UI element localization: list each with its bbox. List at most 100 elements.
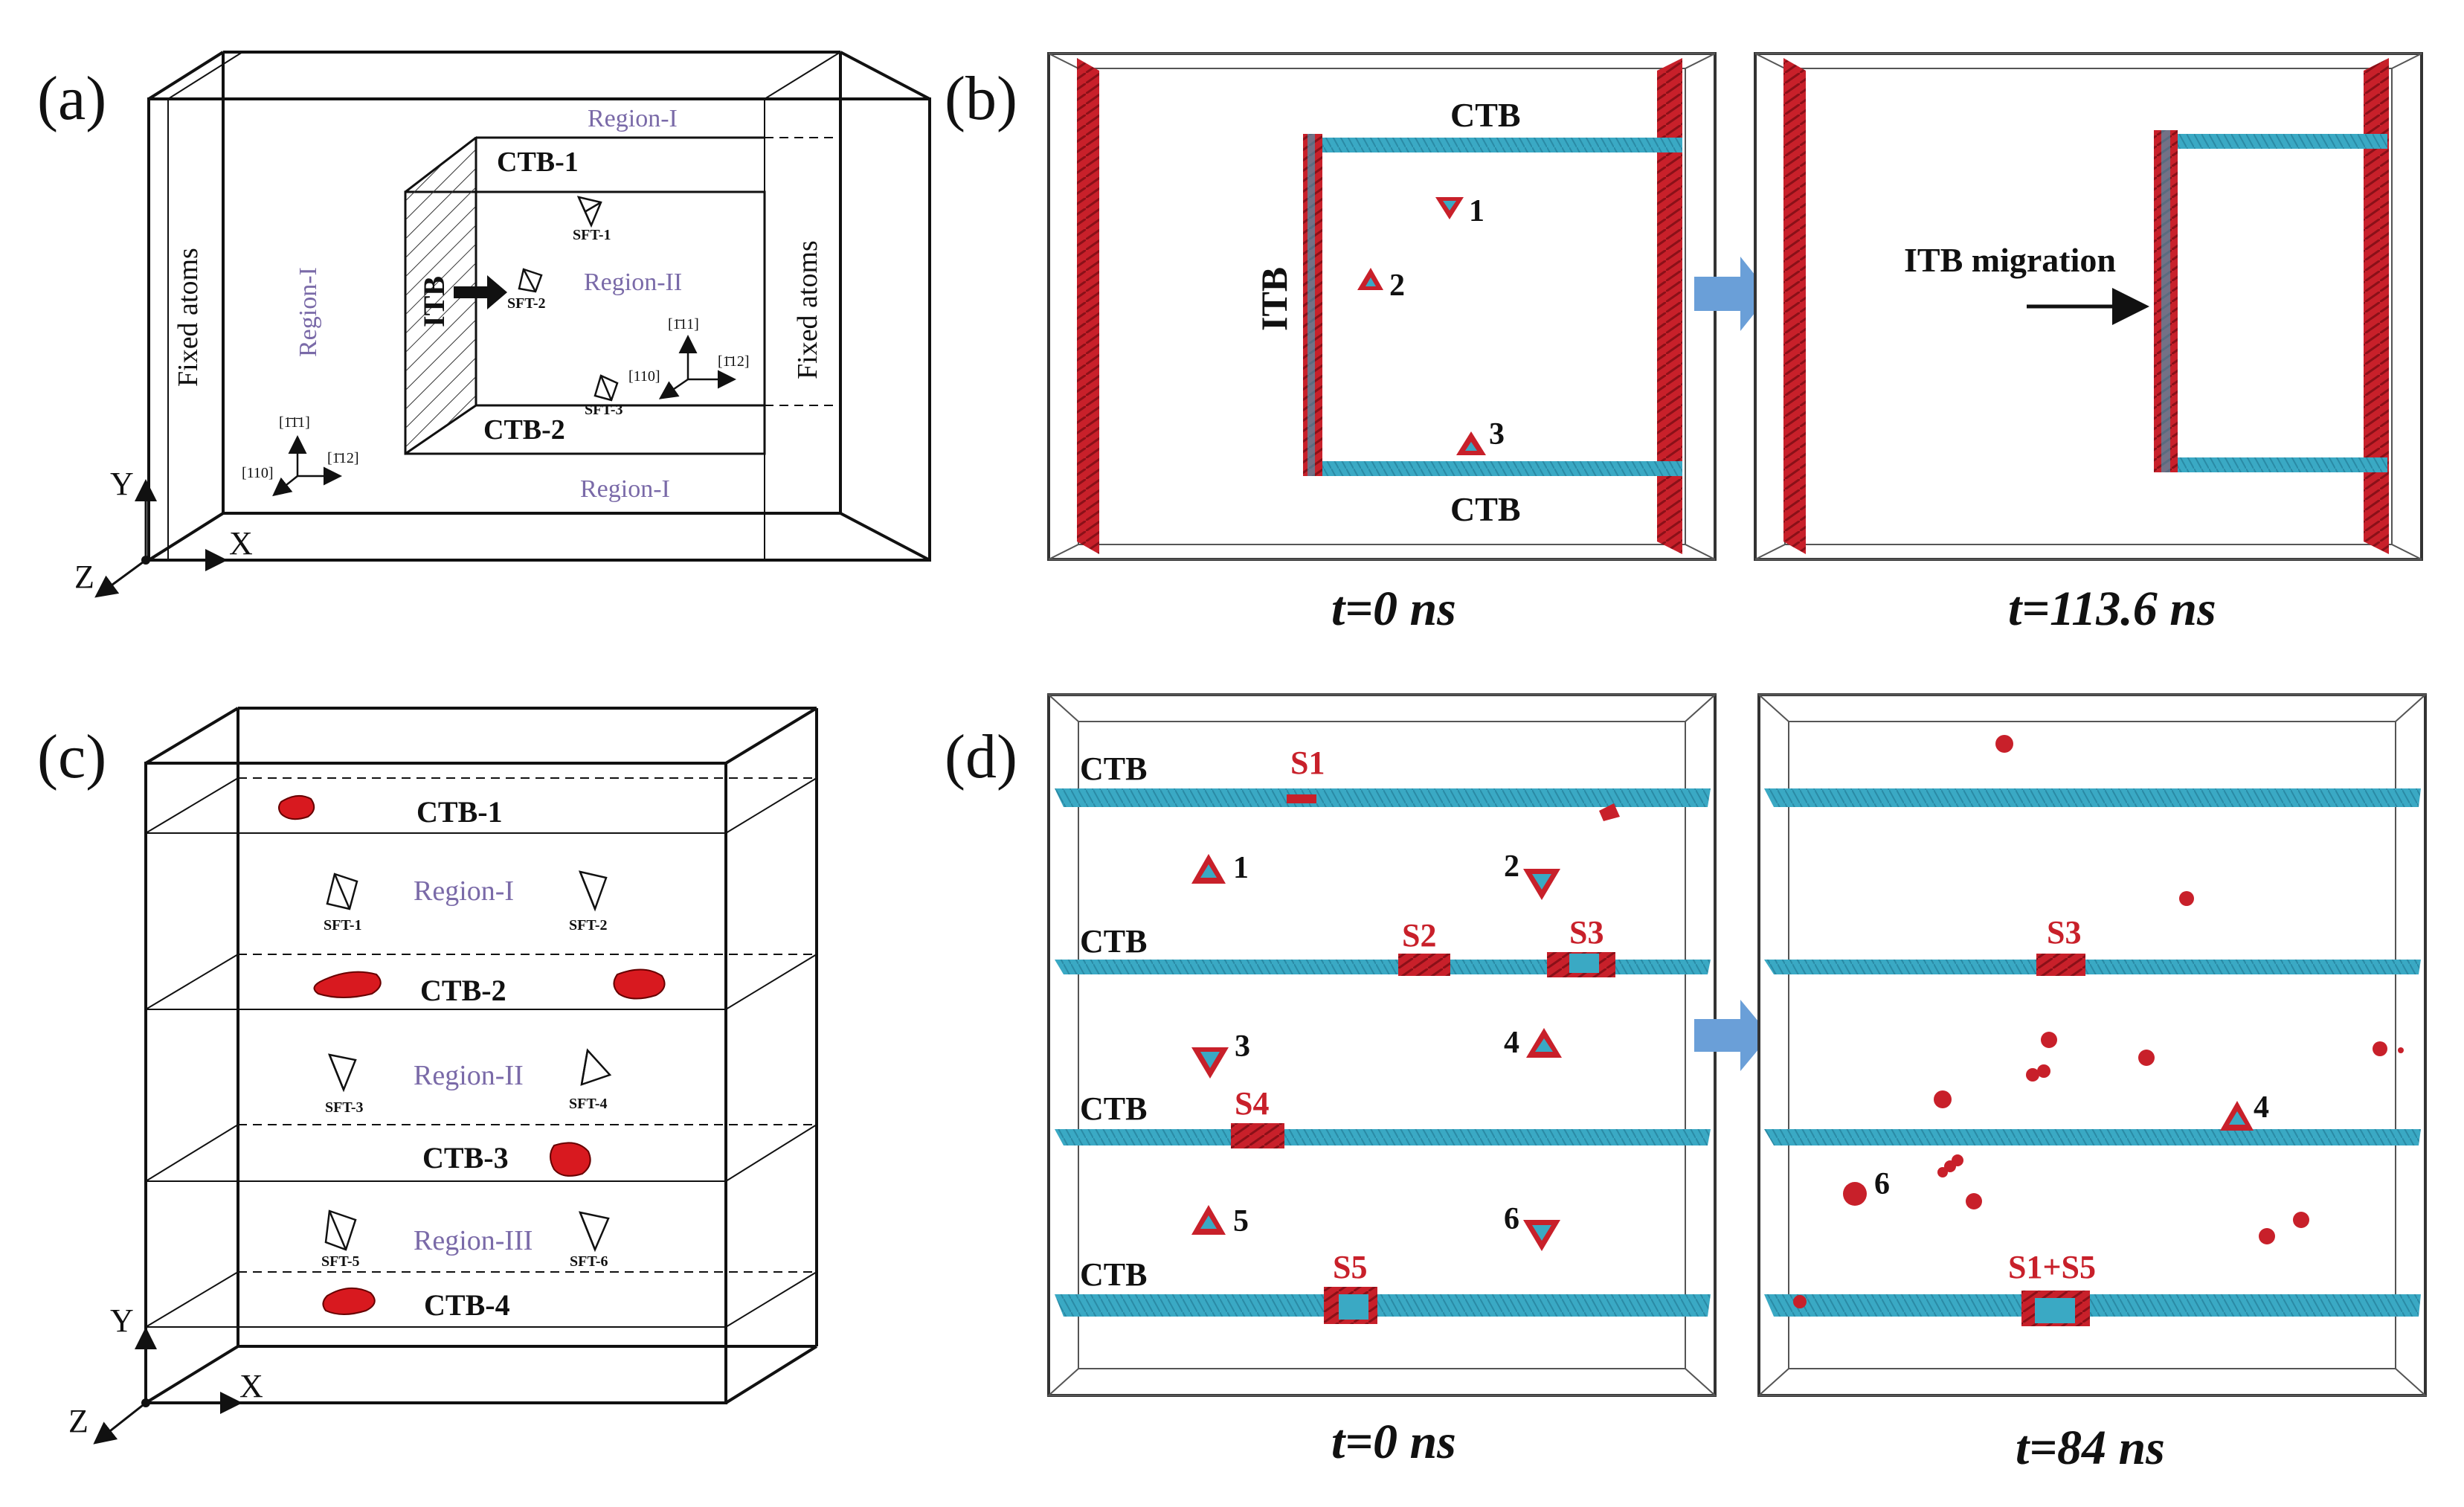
d-right-n6: 6: [1874, 1167, 1890, 1201]
sft3-label: SFT-3: [585, 402, 623, 418]
d-s2-label: S2: [1402, 917, 1436, 954]
dir-left-diag: [110]: [242, 465, 274, 481]
panel-b-right-box: [1754, 52, 2423, 561]
fixed-atoms-right-label: Fixed atoms: [792, 240, 823, 379]
dir-left-right: [1̄12]: [327, 450, 359, 466]
d-s3-label: S3: [1569, 914, 1603, 951]
c-sft1-label: SFT-1: [324, 917, 362, 934]
d-ctb-label-3: CTB: [1080, 1090, 1147, 1127]
itb-hatched-plane: [405, 135, 477, 455]
panel-a: (a): [37, 51, 931, 598]
sft2-number: 2: [1389, 269, 1405, 303]
ctb2-label: CTB-2: [483, 414, 565, 446]
ctb3-defect-blob: [550, 1142, 591, 1177]
left-direction-axes: [272, 435, 342, 497]
scattered-defect-clusters: [1793, 735, 2404, 1308]
s1-marker: [1287, 794, 1316, 803]
d-transition-arrow-icon: [1694, 1000, 1770, 1071]
sft2-tetra-icon: [518, 268, 543, 293]
c-ctb3-label: CTB-3: [422, 1141, 509, 1175]
panel-b-label: (b): [945, 64, 1017, 133]
panel-b-left-box: [1047, 52, 1717, 561]
time-right-d: t=84 ns: [2016, 1421, 2165, 1475]
c-sft5-tetra-icon: [324, 1209, 357, 1251]
d-ctb-label-4: CTB: [1080, 1256, 1147, 1293]
transition-arrow-icon: [1694, 257, 1770, 331]
c-ctb2-label: CTB-2: [420, 974, 506, 1007]
axis-z-label: Z: [74, 559, 94, 595]
d-right-n4: 4: [2254, 1090, 2269, 1125]
s2-marker: [1398, 954, 1450, 976]
region-top-label: Region-I: [588, 105, 678, 132]
c-sft4-label: SFT-4: [569, 1096, 608, 1112]
c-sft6-label: SFT-6: [570, 1253, 608, 1270]
c-region1-label: Region-I: [414, 875, 514, 907]
itb-label: ITB: [417, 276, 451, 327]
c-sft6-tetra-icon: [578, 1211, 610, 1253]
s4-marker: [1231, 1123, 1284, 1148]
c-sft3-tetra-icon: [327, 1053, 357, 1093]
panel-a-label: (a): [37, 64, 106, 133]
region-left-label: Region-I: [295, 267, 322, 357]
dir-right-up: [1̄11]: [668, 316, 699, 332]
panel-d-label: (d): [945, 722, 1017, 791]
ctb1-defect-blob: [278, 794, 315, 820]
d-right-s3-label: S3: [2047, 914, 2081, 951]
sft2-label: SFT-2: [507, 295, 546, 312]
d-n6: 6: [1504, 1202, 1519, 1236]
c-axis-z-label: Z: [68, 1403, 89, 1439]
dir-right-right: [1̄12]: [718, 353, 750, 370]
c-sft3-label: SFT-3: [325, 1099, 364, 1116]
c-sft5-label: SFT-5: [321, 1253, 360, 1270]
dir-left-up: [1̄1̄1]: [279, 414, 310, 431]
time-left-d: t=0 ns: [1331, 1415, 1456, 1469]
itb-migration-label: ITB migration: [1904, 241, 2116, 279]
d-ctb-label-1: CTB: [1080, 751, 1147, 787]
c-ctb4-label: CTB-4: [424, 1288, 510, 1322]
ctb2-defect-blob-left: [313, 971, 382, 998]
c-axis-x-label: X: [239, 1368, 263, 1404]
axis-x-label: X: [229, 525, 253, 562]
ctb-bottom-label: CTB: [1450, 490, 1521, 528]
c-sft2-label: SFT-2: [569, 917, 608, 934]
c-sft1-tetra-icon: [326, 873, 358, 910]
fixed-atoms-left-label: Fixed atoms: [173, 248, 204, 387]
ctb-top-band: [1310, 138, 1682, 152]
time-right-b: t=113.6 ns: [2008, 582, 2216, 636]
c-axis-y-label: Y: [110, 1302, 134, 1339]
panel-d-right-box: [1757, 693, 2428, 1397]
ctb1-label: CTB-1: [497, 147, 579, 178]
c-region3-label: Region-III: [414, 1225, 533, 1256]
itb-arrow-icon: [454, 275, 507, 309]
d-n5: 5: [1233, 1204, 1249, 1238]
itb-label-b: ITB: [1253, 267, 1295, 331]
d-n2: 2: [1504, 849, 1519, 884]
axis-y-label: Y: [110, 466, 134, 502]
sft3-tetra-icon: [594, 374, 619, 402]
ctb2-defect-blob-right: [613, 968, 666, 1000]
c-sft2-tetra-icon: [578, 870, 608, 912]
ctb-top-label: CTB: [1450, 96, 1521, 134]
ctb4-defect-blob: [322, 1288, 376, 1315]
d-s4-label: S4: [1235, 1085, 1269, 1122]
d-ctb-label-2: CTB: [1080, 923, 1147, 960]
dir-right-diag: [110]: [628, 368, 660, 385]
d-n1: 1: [1233, 851, 1249, 885]
right-direction-axes: [658, 335, 736, 399]
c-xyz-axes: [93, 1327, 242, 1445]
region-center-label: Region-II: [584, 269, 682, 296]
time-left-b: t=0 ns: [1331, 582, 1456, 636]
d-n4: 4: [1504, 1026, 1519, 1060]
sft3-number: 3: [1489, 417, 1505, 452]
c-sft4-tetra-icon: [580, 1048, 612, 1086]
xyz-axes: [94, 479, 228, 598]
panel-b: (b) CTB CTB ITB 1: [945, 52, 2423, 636]
d-s1-label: S1: [1290, 745, 1325, 781]
panel-c: (c): [37, 707, 818, 1445]
sft1-label: SFT-1: [573, 227, 611, 243]
panel-c-label: (c): [37, 722, 106, 791]
d-right-s3-marker: [2036, 954, 2085, 976]
sft1-tetra-icon: [576, 196, 602, 228]
c-ctb1-label: CTB-1: [416, 795, 503, 829]
